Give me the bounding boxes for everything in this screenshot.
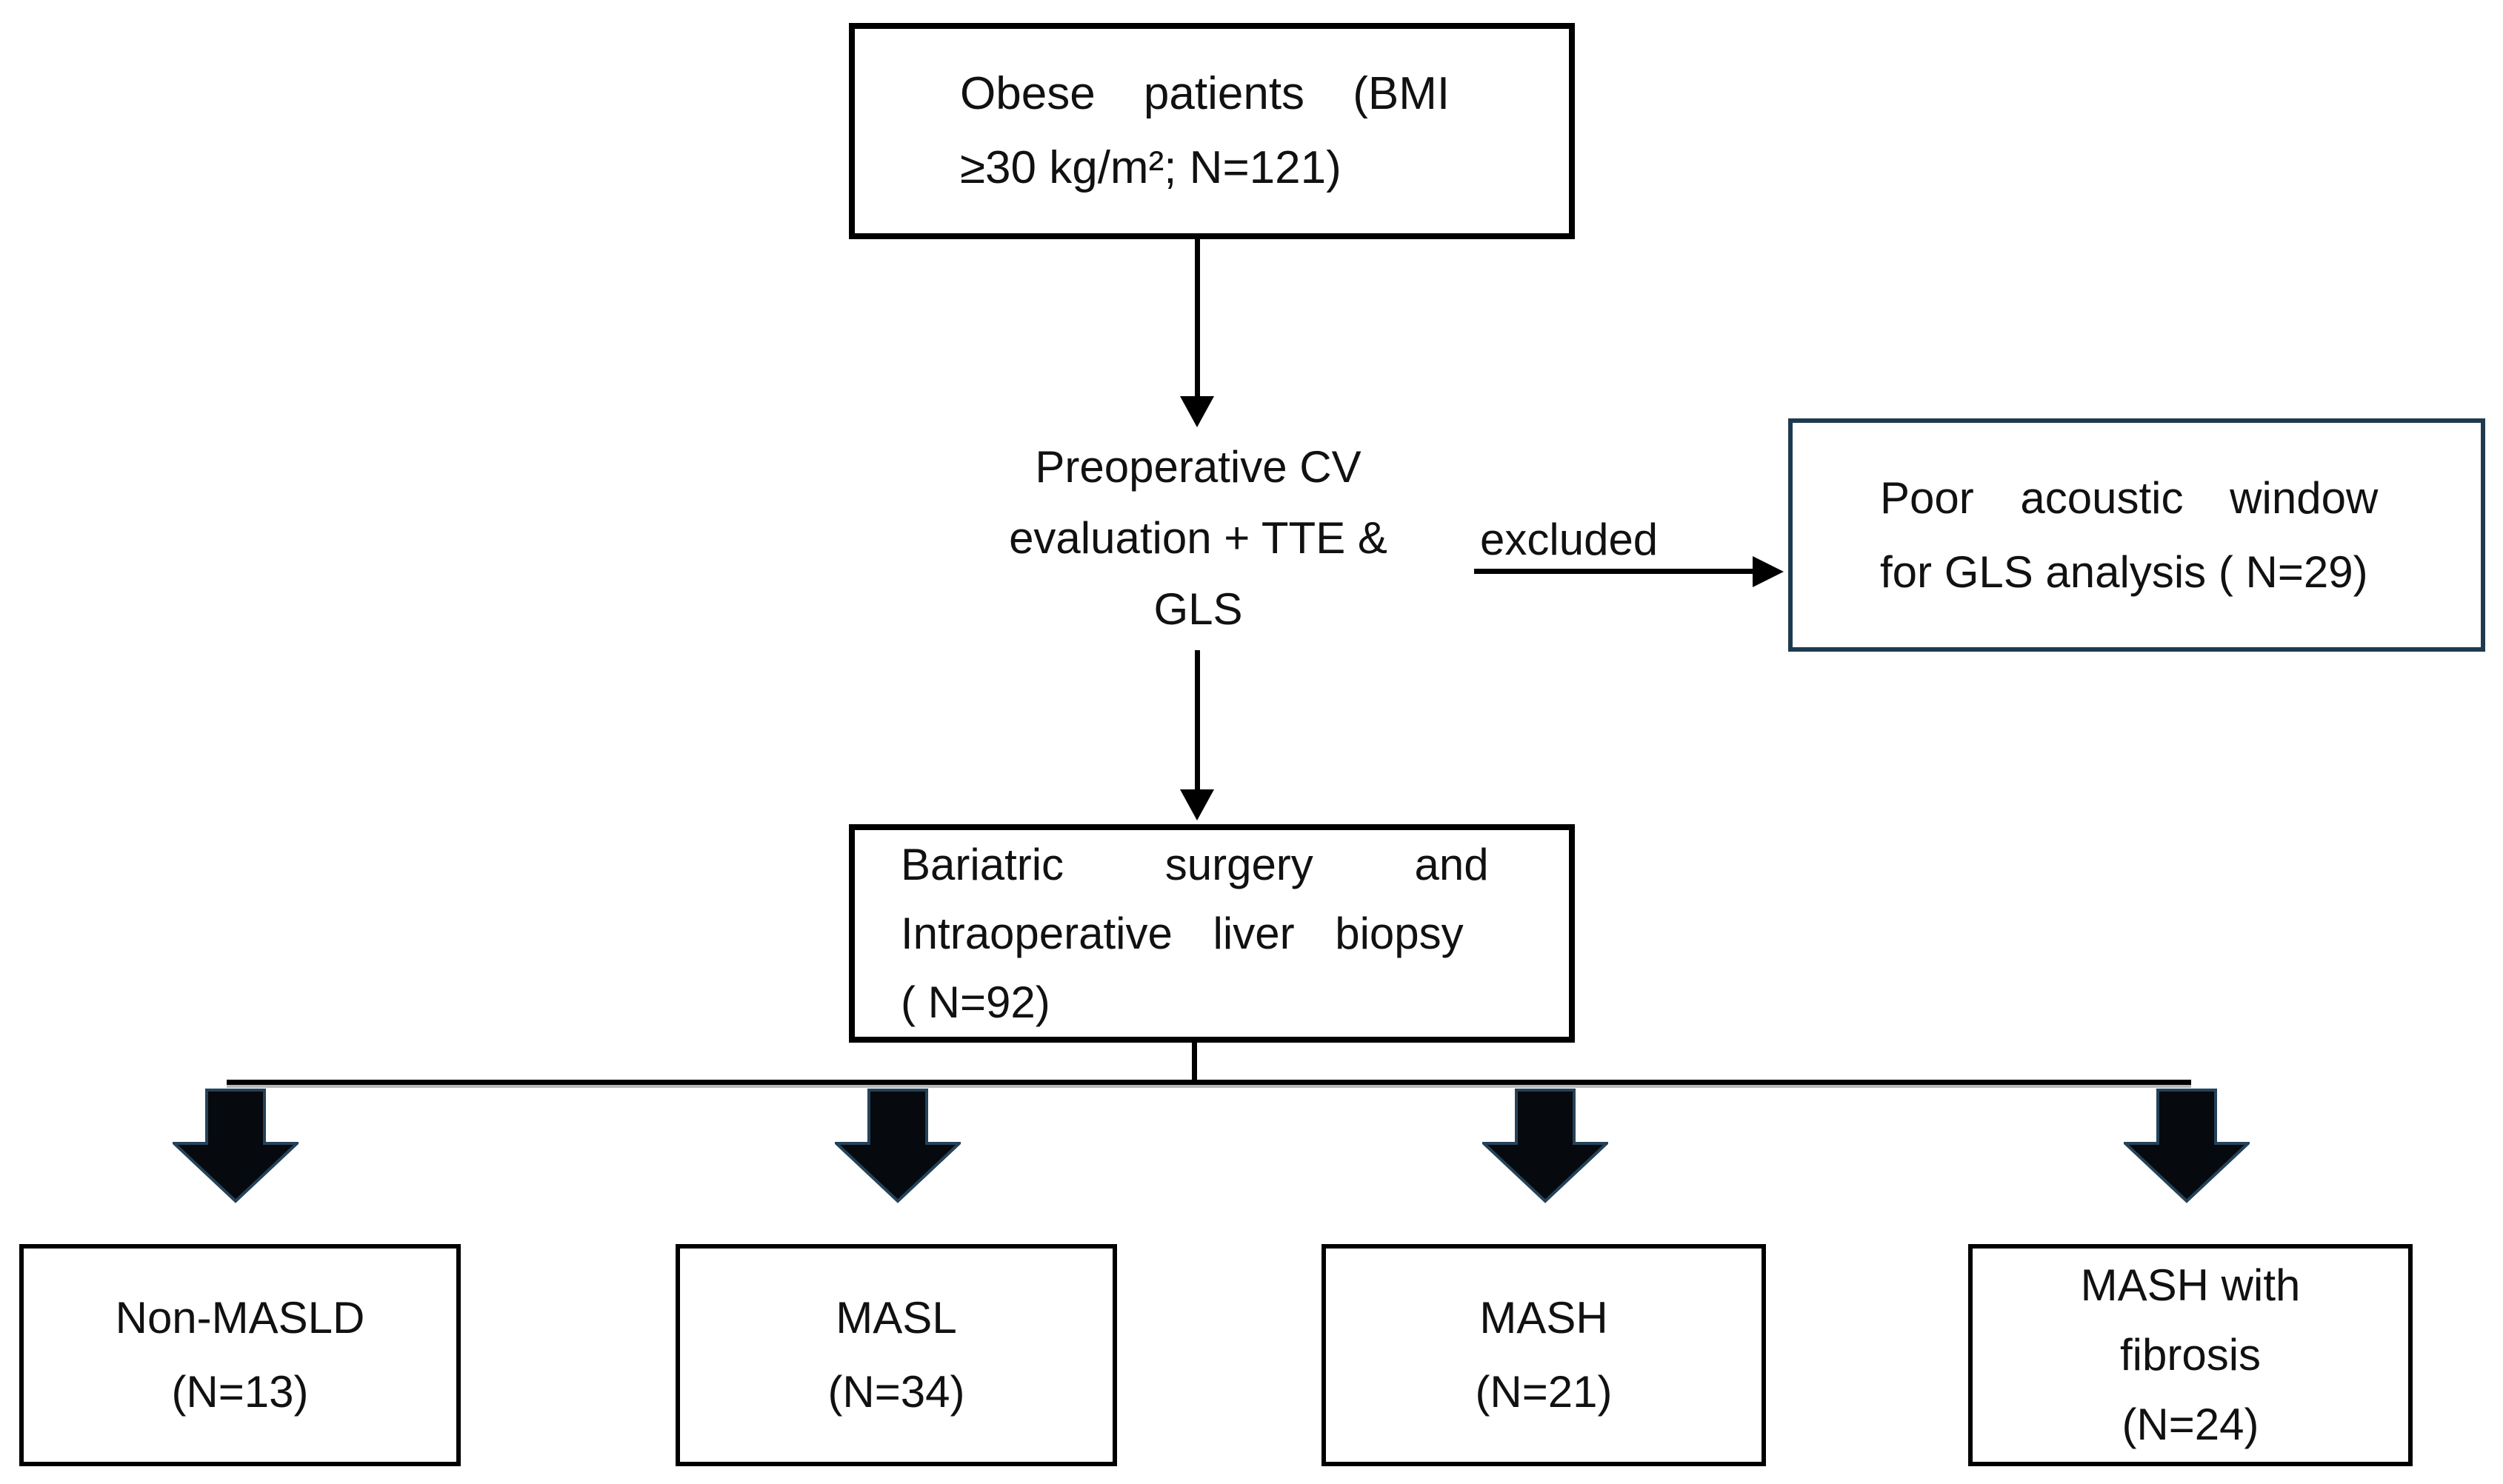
node-bariatric-surgery: Bariatric surgery and Intraoperative liv… bbox=[849, 824, 1575, 1043]
block-arrow-mash bbox=[1482, 1089, 1608, 1203]
arrow-top-to-preop-head bbox=[1180, 396, 1214, 427]
node-text-line: Bariatric surgery and bbox=[901, 840, 1489, 889]
connector-branch-line bbox=[227, 1080, 2191, 1085]
node-text-line: Preoperative CV bbox=[1035, 442, 1362, 492]
node-text-line: MASH with bbox=[2080, 1260, 2301, 1310]
node-non-masld: Non-MASLD (N=13) bbox=[19, 1244, 461, 1466]
arrow-top-to-preop-line bbox=[1195, 239, 1200, 396]
node-obese-patients: Obese patients (BMI ≥30 kg/m²; N=121) bbox=[849, 23, 1575, 239]
node-text-line: for GLS analysis ( N=29) bbox=[1880, 547, 2368, 597]
node-masl: MASL (N=34) bbox=[676, 1244, 1117, 1466]
node-text-line: MASL bbox=[836, 1293, 957, 1343]
node-mash-fibrosis: MASH with fibrosis (N=24) bbox=[1968, 1244, 2413, 1466]
node-text-line: (N=24) bbox=[2122, 1400, 2259, 1449]
node-preoperative-evaluation: Preoperative CV evaluation + TTE & GLS bbox=[852, 432, 1544, 645]
node-text-line: Obese patients (BMI bbox=[960, 68, 1450, 119]
node-text-line: fibrosis bbox=[2119, 1330, 2262, 1380]
node-text-line: (N=13) bbox=[171, 1367, 309, 1417]
node-text-line: (N=21) bbox=[1475, 1367, 1613, 1417]
node-poor-acoustic-window: Poor acoustic window for GLS analysis ( … bbox=[1788, 418, 2485, 652]
node-text-line: evaluation + TTE & bbox=[1009, 513, 1387, 563]
node-text-line: Non-MASLD bbox=[115, 1293, 365, 1343]
node-text-line: Intraoperative liver biopsy bbox=[901, 909, 1464, 958]
node-text-line: ( N=92) bbox=[901, 977, 1050, 1027]
arrow-excluded-head bbox=[1753, 556, 1784, 587]
block-arrow-non-masld bbox=[173, 1089, 299, 1203]
node-text-line: GLS bbox=[1153, 584, 1243, 634]
node-mash: MASH (N=21) bbox=[1322, 1244, 1766, 1466]
node-text-line: Poor acoustic window bbox=[1880, 472, 2379, 523]
arrow-preop-to-surgery-line bbox=[1195, 650, 1200, 789]
label-excluded: excluded bbox=[1480, 515, 1659, 564]
node-text-line: ≥30 kg/m²; N=121) bbox=[960, 142, 1342, 193]
block-arrow-masl bbox=[835, 1089, 961, 1203]
block-arrow-mash-fibrosis bbox=[2124, 1089, 2250, 1203]
connector-surgery-to-branch bbox=[1192, 1040, 1197, 1084]
arrow-excluded-line bbox=[1474, 569, 1754, 574]
node-text-line: (N=34) bbox=[827, 1367, 965, 1417]
arrow-preop-to-surgery-head bbox=[1180, 789, 1214, 820]
node-text-line: MASH bbox=[1479, 1293, 1608, 1343]
